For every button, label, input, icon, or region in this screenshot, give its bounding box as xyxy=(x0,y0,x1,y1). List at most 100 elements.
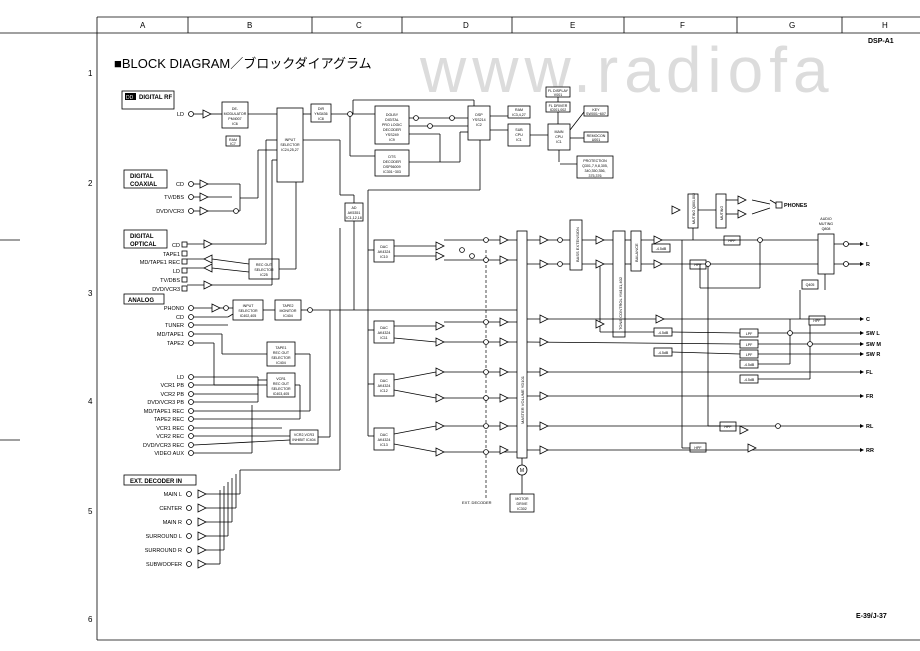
svg-text:KEY: KEY xyxy=(592,108,600,112)
svg-text:IC12: IC12 xyxy=(380,389,388,393)
input-v-dvdrec: DVD/VCR3 REC xyxy=(143,443,184,449)
svg-text:DOLBY: DOLBY xyxy=(386,113,399,117)
svg-text:DAC: DAC xyxy=(380,326,388,330)
column-labels: A B C D E F G H xyxy=(140,21,888,30)
input-v-aux: VIDEO AUX xyxy=(154,451,184,457)
svg-text:TAPE1: TAPE1 xyxy=(275,346,286,350)
block-tape1-rec: TAPE1 REC OUT SELECTOR IC404 xyxy=(266,341,296,367)
output-rl: RL xyxy=(866,424,874,430)
input-opt-dvd: DVD/VCR3 xyxy=(152,287,180,293)
svg-text:FL DISPLAY: FL DISPLAY xyxy=(548,89,569,93)
block-master-volume: MASTER VOLUME YD101 xyxy=(516,230,528,459)
svg-text:IC001,002: IC001,002 xyxy=(550,108,567,112)
coaxial-inputs: CD TV/DBS DVD/VCR3 xyxy=(156,181,194,215)
input-opt-tape1: TAPE1 xyxy=(163,252,180,258)
analog-label: ANALOG xyxy=(128,298,154,304)
input-ext-sub: SUBWOOFER xyxy=(146,562,182,568)
svg-text:TONE CONTROL YM101,402: TONE CONTROL YM101,402 xyxy=(618,276,623,330)
row-label-2: 2 xyxy=(88,179,93,188)
svg-text:IC13: IC13 xyxy=(380,443,388,447)
svg-text:REMOCON: REMOCON xyxy=(587,134,606,138)
svg-text:IC6: IC6 xyxy=(232,122,238,126)
svg-text:AD: AD xyxy=(352,206,357,210)
svg-text:SW001~607: SW001~607 xyxy=(586,112,606,116)
svg-text:HPF: HPF xyxy=(694,263,702,267)
svg-text:IC25: IC25 xyxy=(260,273,268,277)
svg-text:SELECTOR: SELECTOR xyxy=(254,268,274,272)
svg-text:TAPE2: TAPE2 xyxy=(282,304,293,308)
svg-text:MOTOR: MOTOR xyxy=(515,497,529,501)
svg-text:PRO LOGIC: PRO LOGIC xyxy=(382,123,402,127)
svg-text:IC403,405: IC403,405 xyxy=(273,392,290,396)
svg-text:IC1: IC1 xyxy=(516,138,522,142)
input-ext-mainr: MAIN R xyxy=(163,520,182,526)
block-vcr1-rec: VCR1 REC OUT SELECTOR IC403,405 xyxy=(266,372,296,398)
input-ext-surl: SURROUND L xyxy=(146,534,182,540)
input-v-mdrec: MD/TAPE1 REC xyxy=(144,409,184,415)
svg-text:IC402,405: IC402,405 xyxy=(240,314,257,318)
svg-text:DIR: DIR xyxy=(318,107,325,111)
svg-text:BALANCE: BALANCE xyxy=(634,243,639,262)
svg-text:MUTING Q801,802: MUTING Q801,802 xyxy=(692,193,696,224)
svg-text:-4.5dB: -4.5dB xyxy=(744,378,755,382)
svg-text:HPF: HPF xyxy=(724,425,732,429)
svg-text:DAC: DAC xyxy=(380,433,388,437)
block-dts: DTS DECODER DSP56009 IC301~303 xyxy=(374,149,410,177)
output-swr: SW R xyxy=(866,352,880,358)
svg-text:IC404: IC404 xyxy=(276,361,286,365)
input-v-vcr1pb: VCR1 PB xyxy=(160,383,184,389)
coaxial-label-2: COAXIAL xyxy=(130,182,157,188)
block-rec-out-selector: REC OUT SELECTOR IC25 xyxy=(248,258,280,280)
block-motor-drive: M MOTOR DRIVE IC302 xyxy=(509,464,535,513)
svg-text:IC301~303: IC301~303 xyxy=(383,170,401,174)
ext-decoder-label: EXT. DECODER xyxy=(462,500,492,505)
sheet-frame xyxy=(0,16,920,641)
ext-inputs: MAIN L CENTER MAIN R SURROUND L SURROUND… xyxy=(145,489,207,569)
section-digital-optical: DIGITAL OPTICAL xyxy=(123,229,168,249)
input-ext-surr: SURROUND R xyxy=(145,548,182,554)
svg-text:MUTING: MUTING xyxy=(819,222,833,226)
block-dir: DIR YM3436 IC8 xyxy=(310,103,332,123)
svg-text:AK4324: AK4324 xyxy=(378,331,391,335)
svg-text:IC9: IC9 xyxy=(389,138,395,142)
svg-text:IC404: IC404 xyxy=(283,314,293,318)
block-demodulator: DE- MODULATOR PM4007 IC6 xyxy=(221,101,249,129)
svg-text:375,376: 375,376 xyxy=(589,174,602,178)
svg-text:DTS: DTS xyxy=(388,155,396,159)
signal-wiring xyxy=(187,97,860,565)
output-buffers xyxy=(435,195,757,457)
svg-text:DECODER: DECODER xyxy=(383,160,401,164)
input-coax-cd: CD xyxy=(176,182,184,188)
block-sub-cpu: SUB CPU IC1 xyxy=(507,123,531,147)
svg-text:CPU: CPU xyxy=(515,133,523,137)
block-tape-monitor: TAPE2 MONITOR IC404 xyxy=(274,299,302,321)
section-digital-rf: DD DIGITAL RF xyxy=(121,90,175,110)
svg-text:INPUT: INPUT xyxy=(285,138,297,142)
output-l: L xyxy=(866,242,870,248)
model-label: DSP-A1 xyxy=(868,38,894,45)
svg-text:DRIVE: DRIVE xyxy=(517,502,529,506)
svg-text:INPUT: INPUT xyxy=(243,304,255,308)
input-ext-center: CENTER xyxy=(159,506,182,512)
svg-text:VCR1: VCR1 xyxy=(276,377,286,381)
output-fl: FL xyxy=(866,370,873,376)
col-label-h: H xyxy=(882,21,888,30)
phones-label: PHONES xyxy=(784,203,808,209)
svg-text:IC11: IC11 xyxy=(380,336,387,340)
svg-text:DSP: DSP xyxy=(475,113,483,117)
block-key: KEY SW001~607 xyxy=(583,105,609,117)
svg-text:-4.5dB: -4.5dB xyxy=(744,363,755,367)
block-ram-ic7: RAM IC7 xyxy=(225,135,241,147)
block-bass-extension: BASS EXTENSION xyxy=(569,219,583,271)
svg-text:IC1,12,18: IC1,12,18 xyxy=(346,216,362,220)
block-dsp: DSP YSS214 IC2 xyxy=(467,105,491,141)
row-label-4: 4 xyxy=(88,397,93,406)
block-balance: BALANCE xyxy=(630,230,642,272)
svg-text:RAM: RAM xyxy=(229,138,237,142)
col-label-e: E xyxy=(570,21,575,30)
svg-text:BASS EXTENSION: BASS EXTENSION xyxy=(575,227,580,262)
svg-text:DAC: DAC xyxy=(380,379,388,383)
svg-text:Q405: Q405 xyxy=(806,283,815,287)
svg-text:REC OUT: REC OUT xyxy=(256,263,273,267)
